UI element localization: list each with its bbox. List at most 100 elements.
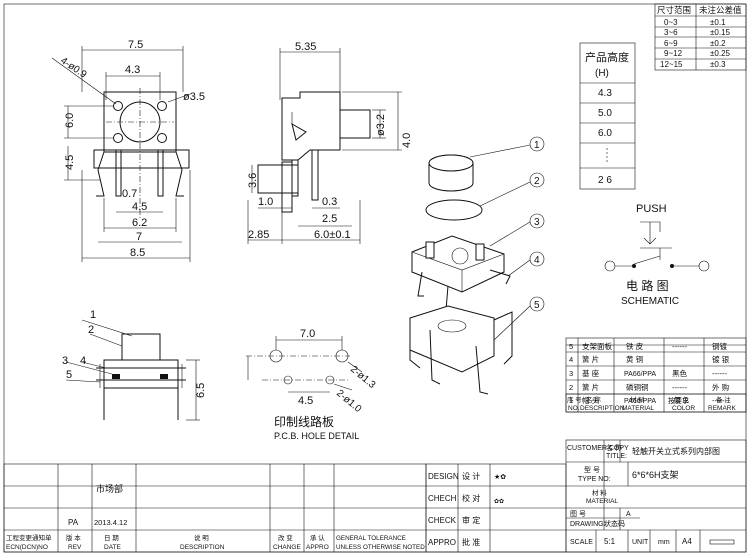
tb-title-value: 轻触开关立式系列内部图 — [632, 446, 720, 456]
side-view: 5.35 ø3.2 4.0 3.6 1.0 0.3 2.5 2.85 6.0±0… — [247, 41, 413, 244]
tol-value-2: ±0.2 — [710, 39, 726, 48]
pcb-dim-hole1: 2-ø1.3 — [348, 364, 378, 391]
tb-h-ecn-en: ECN(DCN)NO — [6, 544, 48, 551]
bom-remark-5: 钢镀 — [712, 341, 727, 351]
bom-head-remark: 备 注 — [716, 395, 731, 404]
tb-type-value: 6*6*6H支架 — [632, 469, 679, 480]
exploded-label-4: 4 — [534, 255, 540, 266]
dim-dia-3-2: ø3.2 — [375, 114, 387, 136]
exploded-label-1: 1 — [534, 140, 540, 151]
tol-range-1: 3~6 — [664, 28, 678, 37]
dim-6-0-tol: 6.0±0.1 — [314, 229, 351, 241]
bom-color-2: ------ — [672, 383, 687, 392]
tb-approve: APPRO — [428, 538, 456, 547]
tb-h-rev: 版 本 — [66, 533, 81, 542]
height-unit: (H) — [595, 68, 609, 79]
bom-no-1: 1 — [569, 396, 573, 405]
height-title: 产品高度 — [585, 50, 629, 64]
dim-6-2: 6.2 — [132, 217, 147, 229]
exploded-label-3: 3 — [534, 217, 540, 228]
dim-1-0: 1.0 — [258, 196, 273, 208]
dim-dia-3-5: ø3.5 — [183, 91, 205, 103]
exploded-label-5: 5 — [534, 300, 540, 311]
dim-6-0: 6.0 — [64, 113, 76, 128]
bom-name-1: 帽 头 — [582, 395, 600, 405]
schematic-title-cn: 电 路 图 — [626, 278, 669, 293]
tol-value-3: ±0.25 — [710, 49, 731, 58]
exploded-view: 1 2 3 4 5 — [409, 136, 545, 395]
tb-general: GENERAL TOLERANCE — [336, 535, 406, 542]
bom-color-5: ------ — [672, 342, 687, 351]
bom-no-5: 5 — [569, 342, 573, 351]
tb-material-en: MATERIAL — [586, 498, 618, 505]
pcb-title-cn: 印制线路板 — [274, 414, 334, 429]
tb-h-change-en: CHANGE — [273, 544, 301, 551]
dim-7: 7 — [136, 231, 142, 243]
bom-name-4: 簧 片 — [582, 354, 599, 364]
tb-scale: 5:1 — [604, 537, 616, 546]
tb-h-desc-en: DESCRIPTION — [180, 544, 225, 551]
bom-remark-1: ------ — [712, 396, 727, 405]
tb-unit-label: UNIT — [632, 539, 649, 546]
bom-head-remark-en: REMARK — [708, 405, 736, 412]
bom-mat-3: PA66/PPA — [624, 371, 656, 378]
tol-value-4: ±0.3 — [710, 60, 726, 69]
pcb-dim-4-5: 4.5 — [298, 395, 313, 407]
tb-general2: UNLESS OTHERWISE NOTED — [336, 544, 425, 551]
bom-head-mat: 材 料 — [630, 395, 645, 404]
bom-color-1: 按要求 — [668, 396, 689, 405]
tb-revision: A — [626, 511, 631, 518]
tb-check1-cn: 校 对 — [462, 493, 480, 503]
tb-h-desc: 说 明 — [194, 533, 209, 542]
tol-range-2: 6~9 — [664, 39, 678, 48]
tol-range-3: 9~12 — [664, 49, 683, 58]
bom-head-color: 颜 色 — [674, 395, 689, 404]
assembly-label-3: 3 — [62, 355, 68, 367]
tb-scale-label: SCALE — [570, 539, 593, 546]
tb-design-mark: ★✿ — [494, 473, 506, 481]
tb-check1: CHECH — [428, 494, 457, 503]
dim-7-5: 7.5 — [128, 39, 143, 51]
assembly-view: 1 2 3 4 5 6.5 — [62, 309, 207, 421]
schematic: PUSH 电 路 图 SCHEMATIC — [604, 203, 710, 307]
dim-hole-4x09: 4-ø0.9 — [58, 55, 88, 81]
bom-head-no: 序 号 — [567, 395, 582, 404]
tb-name-label: 名 称 — [606, 443, 622, 452]
tb-h-date: 日 期 — [104, 534, 119, 542]
pcb-dim-hole2: 2-ø1.0 — [334, 388, 364, 415]
tb-design-cn: 设 计 — [462, 471, 480, 481]
tol-value-0: ±0.1 — [710, 18, 726, 27]
tb-rev: PA — [68, 518, 79, 527]
dim-2-85: 2.85 — [248, 229, 269, 241]
tol-header-range: 尺寸范围 — [657, 5, 691, 15]
front-view: 7.5 4.3 4-ø0.9 ø3.5 6.0 4.5 0.7 — [51, 39, 205, 262]
tb-h-appro-en: APPRO — [306, 544, 329, 551]
tb-h-appro: 承 认 — [310, 533, 325, 542]
tb-design: DESIGN — [428, 472, 459, 481]
height-26: 2 6 — [598, 175, 612, 186]
bom-no-2: 2 — [569, 383, 573, 392]
title-block: CUSTOMER COPY 名 称 TITLE: 轻触开关立式系列内部图 型 号… — [3, 439, 747, 553]
tol-value-1: ±0.15 — [710, 28, 731, 37]
dim-4-5: 4.5 — [132, 201, 147, 213]
bom-mat-4: 黄 铜 — [626, 354, 643, 364]
bom-head-name: 名 称 — [586, 395, 601, 404]
bom-color-3: 黑色 — [672, 368, 687, 378]
bom-mat-5: 铁 皮 — [626, 341, 644, 351]
tb-approve-cn: 批 准 — [462, 537, 480, 547]
bom-name-3: 基 座 — [582, 368, 600, 378]
bom-name-2: 簧 片 — [582, 382, 599, 392]
bom-head-no-en: NO. — [568, 405, 580, 412]
bom-remark-2: 外 购 — [712, 382, 729, 392]
dim-5-35: 5.35 — [295, 41, 316, 53]
tol-header-value: 未注公差值 — [699, 5, 742, 15]
tb-h-change: 改 变 — [278, 533, 293, 542]
bom-head-name-en: DESCRIPTION — [580, 405, 625, 412]
tb-type-no: TYPE NO: — [578, 476, 611, 483]
tolerance-table: 尺寸范围 未注公差值 0~3 ±0.1 3~6 ±0.15 6~9 ±0.2 9… — [654, 3, 747, 71]
assembly-label-5: 5 — [66, 369, 72, 381]
tb-drawing-en: DRAWING: — [570, 521, 606, 528]
tb-drawing-label: 图 号 — [570, 510, 586, 518]
dim-0-7: 0.7 — [122, 188, 137, 200]
